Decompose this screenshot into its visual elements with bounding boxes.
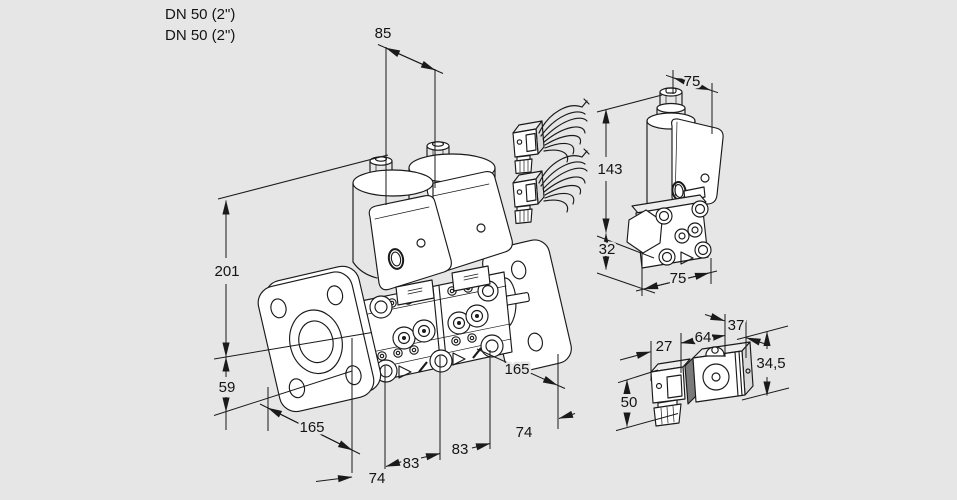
solenoid-coil-with-cable [512,98,590,175]
dim-32: 32 [596,233,656,294]
dimension-annotations: 85 201 59 165 [212,23,790,490]
dim-label-201: 201 [214,263,239,280]
dim-74-left: 74 [315,468,388,490]
dim-64: 64 [680,327,726,373]
dim-label-59: 59 [219,379,236,396]
dim-label-83-first: 83 [403,455,420,472]
dim-201: 201 [212,154,389,360]
dim-74-right: 74 [513,410,576,444]
cable-bundle [538,98,590,163]
dim-label-27: 27 [656,338,673,355]
left-flange [257,265,382,413]
dim-85: 85 [372,23,444,205]
coil-brackets [395,265,491,306]
side-valve-view [626,87,724,269]
valve-body-block [348,271,513,387]
dim-75-top: 75 [665,70,719,134]
dim-label-75-top: 75 [684,73,701,90]
dim-27: 27 [619,336,675,381]
dim-75-bottom: 75 [635,254,718,296]
dim-label-165-right: 165 [504,361,529,378]
dim-label-50: 50 [621,394,638,411]
coil-side-view [650,341,754,427]
dim-label-64: 64 [695,329,712,346]
dim-label-34-5: 34,5 [756,355,785,372]
dim-50: 50 [615,369,679,432]
dim-label-37: 37 [728,317,745,334]
dim-label-74-right: 74 [516,424,533,441]
flange-bolts [369,280,504,383]
dim-label-165-left: 165 [299,419,324,436]
dim-label-83-second: 83 [452,441,469,458]
dim-34-5: 34,5 [736,325,790,401]
size-designation: DN 50 (2") DN 50 (2") [165,6,235,44]
dim-83-first: 83 [385,453,441,475]
dim-label-85: 85 [375,25,392,42]
screw-heads-bottom [377,333,477,361]
dim-59: 59 [213,357,353,430]
dim-label-75-bottom: 75 [670,270,687,287]
dim-label-74-left: 74 [369,470,386,487]
dim-165-left: 165 [259,403,361,455]
dim-165-right: 165 [476,348,566,389]
size-label-line2: DN 50 (2") [165,27,235,44]
dim-143: 143 [595,94,663,259]
size-label-line1: DN 50 (2") [165,6,235,23]
dim-83-second: 83 [449,439,491,461]
dim-37: 37 [704,313,765,358]
sight-glass [387,248,405,270]
pressure-test-ports [392,304,489,350]
dim-label-32: 32 [599,241,616,258]
dim-label-143: 143 [597,161,622,178]
